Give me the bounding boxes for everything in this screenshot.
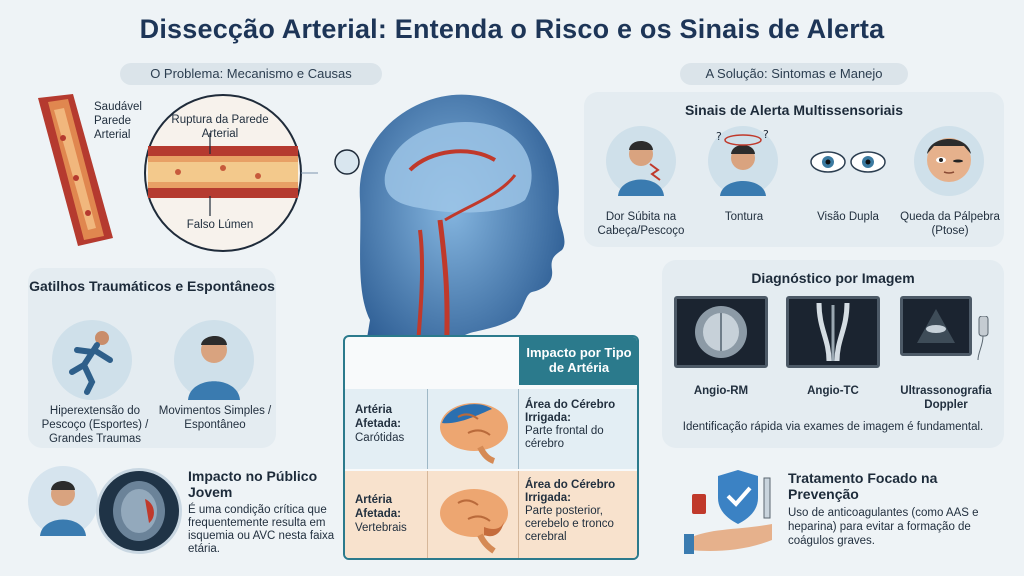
page-title: Dissecção Arterial: Entenda o Risco e os… [139, 14, 885, 44]
imaging-footer: Identificação rápida via exames de image… [682, 421, 984, 433]
warning-signs-title: Sinais de Alerta Multissensoriais [684, 102, 904, 118]
young-impact-section: Impacto no Público Jovem É uma condição … [18, 460, 338, 570]
sign-label-dizziness: Tontura [724, 211, 764, 223]
mri-icon [674, 296, 768, 368]
young-person-icon [28, 466, 98, 536]
dizziness-icon: ? ? [708, 126, 778, 196]
shield-syringe-hand-icon [680, 468, 780, 558]
brain-scan-icon [96, 468, 182, 554]
triggers-title: Gatilhos Traumáticos e Espontâneos [29, 278, 275, 294]
area-label: Área do Cérebro Irrigada: [525, 479, 616, 504]
brain-orange-icon [427, 471, 519, 558]
table-row: Artéria Afetada: Carótidas Área do Céreb… [345, 389, 637, 469]
young-impact-title: Impacto no Público Jovem [188, 468, 318, 500]
sign-label-double-vision: Visão Dupla [817, 211, 879, 223]
ultrasound-probe-icon [974, 315, 992, 361]
imaging-label-doppler: Ultrassonografia Doppler [900, 385, 992, 411]
head-brain-illustration [300, 80, 600, 381]
svg-text:?: ? [763, 128, 769, 141]
ultrasound-monitor-icon [900, 296, 972, 356]
double-vision-icon [808, 142, 888, 182]
imaging-label-ct: Angio-TC [807, 385, 859, 397]
warning-signs-panel: Sinais de Alerta Multissensoriais ? ? [584, 92, 1004, 247]
treatment-title: Tratamento Focado na Prevenção [788, 470, 938, 502]
trigger-label-trauma: Hiperextensão do Pescoço (Esportes) / Gr… [41, 405, 149, 445]
young-impact-text: É uma condição crítica que frequentement… [188, 504, 335, 555]
artery-value: Vertebrais [355, 522, 407, 534]
impact-table-header: Impacto por Tipo de Artéria [519, 337, 637, 385]
sign-label-pain: Dor Súbita na Cabeça/Pescoço [597, 211, 685, 237]
svg-text:?: ? [716, 130, 722, 143]
runner-icon [52, 320, 132, 400]
person-icon [174, 320, 254, 400]
ct-icon [786, 296, 880, 368]
false-lumen-label: Falso Lúmen [186, 219, 254, 231]
solution-section-pill: A Solução: Sintomas e Manejo [680, 63, 908, 85]
area-label: Área do Cérebro Irrigada: [525, 399, 616, 424]
artery-label: Artéria Afetada: [355, 494, 402, 520]
area-value: Parte frontal do cérebro [525, 425, 604, 450]
imaging-title: Diagnóstico por Imagem [751, 270, 915, 286]
imaging-label-mri: Angio-RM [693, 385, 749, 397]
problem-section-pill: O Problema: Mecanismo e Causas [120, 63, 382, 85]
headache-icon [606, 126, 676, 196]
imaging-panel: Diagnóstico por Imagem Angio-RM Angio-TC… [662, 260, 1004, 448]
impact-table: Impacto por Tipo de Artéria Artéria Afet… [343, 335, 639, 560]
head-profile-drawing [334, 94, 565, 381]
triggers-panel: Gatilhos Traumáticos e Espontâneos Hiper… [28, 268, 276, 448]
artery-value: Carótidas [355, 432, 405, 444]
healthy-wall-label: Saudável Parede Arterial [94, 101, 142, 141]
sign-label-ptosis: Queda da Pálpebra (Ptose) [900, 211, 1000, 237]
treatment-section: Tratamento Focado na Prevenção Uso de an… [676, 462, 1006, 568]
ptosis-icon [914, 126, 984, 196]
brain-blue-icon [427, 389, 519, 469]
artery-illustration: Saudável Parede Arterial Ruptura da Pare… [18, 88, 318, 263]
trigger-label-spontaneous: Movimentos Simples / Espontâneo [158, 405, 272, 431]
treatment-text: Uso de anticoagulantes (como AAS e hepar… [788, 507, 979, 547]
rupture-label: Ruptura da Parede Arterial [171, 114, 269, 140]
artery-drawing [38, 94, 318, 252]
area-value: Parte posterior, cerebelo e tronco cereb… [525, 505, 614, 543]
artery-label: Artéria Afetada: [355, 404, 402, 430]
table-row: Artéria Afetada: Vertebrais Área do Cére… [345, 471, 637, 558]
